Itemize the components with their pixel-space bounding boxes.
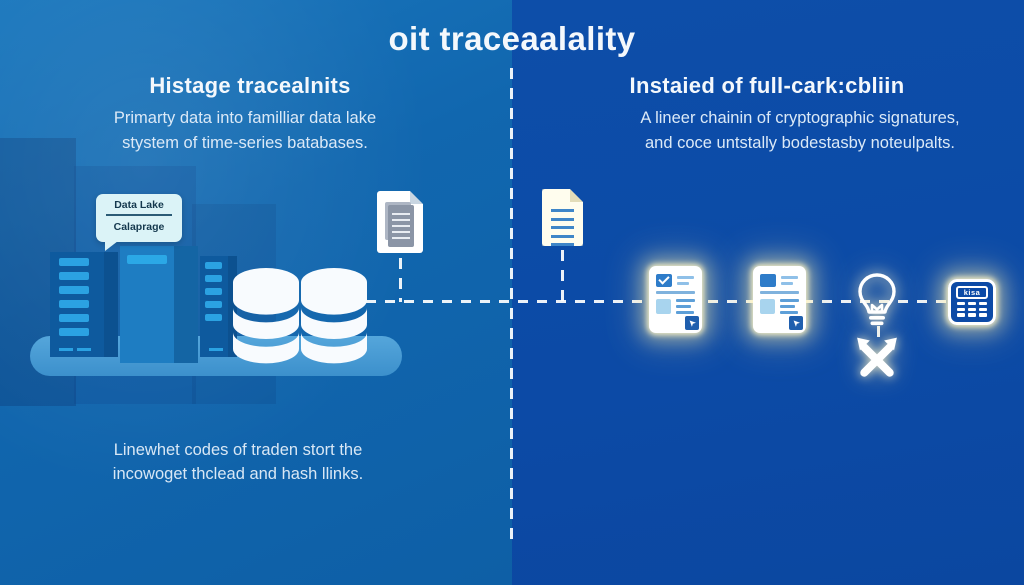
footer-line1: Linewhet codes of traden stort the xyxy=(113,441,363,459)
left-body-line2: stystem of time-series batabases. xyxy=(122,134,368,152)
database-cylinder-icon xyxy=(233,268,299,364)
left-footer-text: Linewhet codes of traden stort the incow… xyxy=(48,438,428,486)
crossed-tools-icon xyxy=(852,332,902,382)
server-rack-side xyxy=(104,252,118,357)
server-rack-side xyxy=(174,246,198,363)
calculator-keys xyxy=(957,302,987,317)
footer-line2: incowoget thclead and hash llinks. xyxy=(112,465,364,483)
left-section-body: Primarty data into familliar data lake s… xyxy=(55,106,435,156)
checkbox-icon xyxy=(656,274,672,287)
checklist-card-icon: ➤ xyxy=(753,266,806,333)
server-rack-front xyxy=(50,252,104,357)
server-rack-side xyxy=(228,256,237,357)
calculator-icon: kisa xyxy=(948,279,996,325)
database-cylinder-icon xyxy=(301,268,367,364)
dashed-connector xyxy=(877,326,880,344)
vertical-dashed-divider xyxy=(510,68,513,542)
server-rack-front xyxy=(120,246,174,363)
dashed-connector xyxy=(561,250,564,302)
calculator-display: kisa xyxy=(956,286,988,299)
page-title: oit traceaalality xyxy=(388,20,636,57)
image-placeholder xyxy=(656,299,671,314)
image-placeholder xyxy=(760,299,775,314)
speech-bubble: Data Lake Calaprage xyxy=(96,194,182,251)
lightbulb-icon xyxy=(858,273,896,326)
document-icon xyxy=(377,191,423,253)
server-rack-icon xyxy=(50,252,118,357)
right-body-line2: and coce untstally bodestasby noteulpalt… xyxy=(644,134,956,152)
cursor-arrow-icon: ➤ xyxy=(789,316,803,330)
square-icon xyxy=(760,274,776,287)
right-section-body: A lineer chainin of cryptographic signat… xyxy=(585,106,1015,156)
bubble-divider xyxy=(106,214,172,216)
server-rack-front xyxy=(200,256,228,357)
bubble-label-line2: Calaprage xyxy=(113,220,165,233)
dashed-connector xyxy=(399,258,402,302)
left-body-line1: Primarty data into familliar data lake xyxy=(113,109,377,127)
cursor-arrow-icon: ➤ xyxy=(685,316,699,330)
checklist-card-icon: ➤ xyxy=(649,266,702,333)
server-rack-icon xyxy=(200,256,237,357)
right-section-heading: Instaied of full-cark:cbliin xyxy=(629,73,905,98)
left-section-heading: Histage tracealnits xyxy=(149,73,351,98)
right-body-line1: A lineer chainin of cryptographic signat… xyxy=(640,109,960,127)
server-rack-icon xyxy=(120,246,198,363)
mini-document xyxy=(388,205,414,247)
glowing-document-icon xyxy=(542,189,583,246)
bubble-label-line1: Data Lake xyxy=(114,199,164,211)
